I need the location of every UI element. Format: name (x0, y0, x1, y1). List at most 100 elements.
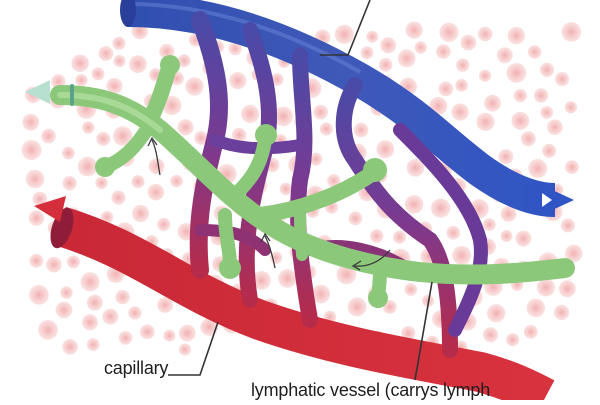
tissue-cell (334, 24, 354, 44)
tissue-cell (132, 204, 150, 223)
tissue-cell (273, 106, 294, 127)
tissue-cell (91, 67, 105, 81)
capillary-leader-line (168, 321, 219, 376)
tissue-cell (476, 112, 495, 131)
tissue-cell (22, 113, 40, 131)
tissue-cell (98, 46, 114, 61)
tissue-cell (148, 158, 165, 175)
tissue-cell (28, 210, 45, 226)
tissue-cell (177, 54, 191, 68)
vein-leader-line (320, 0, 371, 56)
tissue-cell (378, 58, 393, 72)
tissue-cell (528, 159, 548, 178)
tissue-cell (106, 77, 123, 95)
tissue-cell (513, 88, 527, 103)
tissue-cell (96, 131, 111, 146)
blue-arrow-icon (548, 188, 574, 212)
tissue-cell (62, 176, 77, 191)
tissue-cell (185, 77, 204, 96)
tissue-cell (118, 331, 133, 345)
tissue-cell (21, 140, 42, 160)
capillary-label: capillary (104, 358, 169, 378)
tissue-cell (369, 229, 384, 243)
tissue-cell (177, 119, 194, 136)
tissue-cell (527, 45, 542, 59)
tissue-cell (460, 34, 477, 51)
tissue-cell (327, 174, 341, 188)
curved-flow-arrow-icon (354, 249, 391, 267)
tissue-cell (380, 37, 397, 54)
tissue-cell (77, 156, 98, 177)
tissue-cell (401, 326, 416, 341)
tissue-cell (270, 73, 284, 86)
tissue-cell (71, 54, 89, 73)
pale-green-arrow-icon (25, 80, 50, 104)
tissue-cell (500, 230, 513, 242)
tissue-cell (178, 324, 196, 342)
tissue-cell (547, 119, 563, 135)
tissue-cell (82, 314, 98, 331)
tissue-cell (139, 324, 155, 340)
tissue-cell (112, 126, 133, 146)
flow-arrowhead-icon (351, 260, 362, 271)
tissue-cell (86, 294, 103, 311)
tissue-cell (231, 127, 247, 143)
tissue-cell (393, 230, 407, 244)
tissue-cell (500, 206, 517, 222)
tissue-cell (60, 286, 73, 299)
tissue-cell (455, 79, 468, 92)
curved-flow-arrow-icon (151, 139, 161, 176)
tissue-cell (507, 26, 525, 45)
vein (120, 0, 574, 217)
tissue-cell (561, 22, 582, 42)
tissue-cell (157, 297, 174, 313)
tissue-cell (483, 327, 499, 343)
tissue-cell (484, 94, 501, 112)
tissue-cell (241, 104, 260, 123)
lymphatic-vessel-label: lymphatic vessel (carrys lymph (251, 380, 491, 400)
tissue-cell (479, 69, 492, 82)
lymphatic-vessel (25, 55, 575, 308)
leader-lines (168, 0, 433, 381)
tissue-cell (533, 88, 549, 103)
tissue-cell (200, 318, 219, 336)
tissue-cell (111, 190, 126, 205)
red-arrow-icon (34, 196, 66, 222)
tissue-cell (348, 211, 363, 226)
tissue-cell (311, 284, 331, 304)
tissue-cell (309, 152, 323, 166)
tissue-cell (430, 198, 451, 218)
curved-flow-arrow-icon (264, 235, 276, 269)
tissue-cell (376, 140, 395, 159)
tissue-cell (404, 195, 424, 214)
tissue-cell (483, 218, 496, 232)
tissue-cell (520, 131, 536, 147)
tissue-cell (565, 244, 583, 263)
tissue-cell (278, 269, 297, 288)
tissue-cell (360, 46, 374, 60)
tissue-cell (252, 271, 271, 290)
tissue-cell (560, 218, 575, 233)
tissue-cell (228, 42, 242, 56)
tissue-cell (456, 58, 470, 72)
tissue-cell (439, 22, 459, 42)
tissue-cell (515, 230, 532, 247)
tissue-cell (102, 308, 119, 325)
tissue-cell (382, 300, 397, 314)
tissue-cell (62, 339, 78, 355)
tissue-cell (446, 225, 461, 240)
tissue-cell (279, 182, 293, 196)
tissue-cell (170, 174, 183, 188)
tissue-cell (511, 111, 530, 130)
tissue-cell (129, 55, 147, 74)
tissue-cell (397, 49, 416, 68)
tissue-cell (487, 304, 506, 323)
tissue-cell (452, 245, 472, 265)
blue-arrow-inner-icon (542, 193, 552, 207)
tissue-cell (29, 285, 49, 305)
tissue-cell (82, 121, 95, 134)
tissue-cell (414, 41, 427, 54)
tissue-cell (162, 95, 182, 116)
